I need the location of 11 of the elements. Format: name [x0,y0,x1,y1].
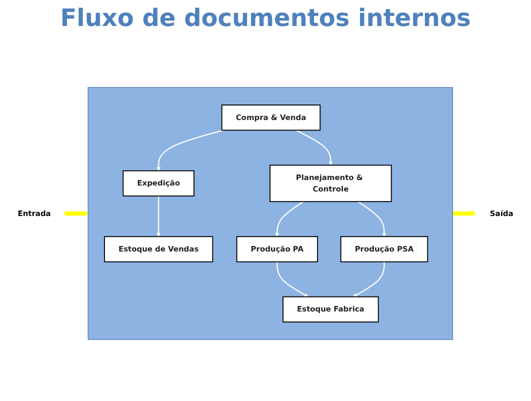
arrow [352,262,385,297]
arrow [64,211,88,216]
diagram-title: Fluxo de documentos internos [59,4,472,32]
arrow [156,130,224,171]
arrow [452,211,476,216]
cluster [88,87,454,340]
arrow [156,196,161,237]
arrow [358,201,386,237]
arrow [276,262,308,297]
arrow [296,130,333,166]
arrow [275,201,304,237]
